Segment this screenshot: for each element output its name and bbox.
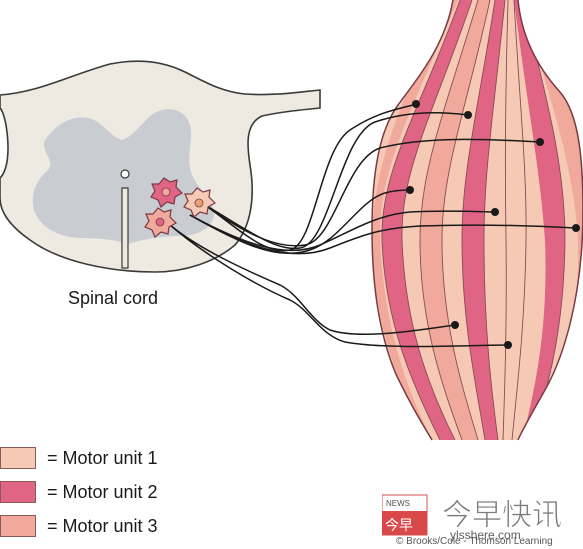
spinal-cord-cross-section — [0, 60, 321, 273]
legend-item-motor-unit-3: = Motor unit 3 — [0, 512, 220, 546]
neuromuscular-junction — [536, 138, 544, 146]
motor-neuron-3 — [144, 207, 177, 238]
neuromuscular-junctions — [406, 100, 580, 349]
legend-item-motor-unit-2: = Motor unit 2 — [0, 478, 220, 512]
anterior-median-fissure — [121, 187, 129, 269]
neuromuscular-junction — [464, 111, 472, 119]
svg-text:NEWS: NEWS — [386, 499, 410, 508]
motor-neuron-2 — [150, 177, 183, 208]
muscle-fiber — [503, 0, 527, 440]
neuromuscular-junction — [451, 321, 459, 329]
legend-swatch — [0, 515, 36, 537]
legend-item-motor-unit-1: = Motor unit 1 — [0, 444, 220, 478]
central-canal — [120, 169, 130, 179]
spinal-cord-label: Spinal cord — [68, 288, 159, 308]
muscle-fiber — [420, 0, 490, 440]
nerve-fibers — [169, 103, 577, 348]
svg-text:今早: 今早 — [385, 518, 413, 534]
muscle-fiber — [462, 0, 505, 440]
copyright-credit: © Brooks/Cole - Thomson Learning — [396, 536, 553, 547]
muscle-fiber — [514, 0, 565, 440]
neuromuscular-junction — [572, 224, 580, 232]
legend-label: = Motor unit 2 — [47, 482, 158, 502]
motor-neuron-1 — [183, 187, 216, 218]
legend-swatch — [0, 447, 36, 469]
neuromuscular-junction — [504, 341, 512, 349]
legend-label: = Motor unit 1 — [47, 448, 158, 468]
neuromuscular-junction — [406, 186, 414, 194]
watermark-logo: NEWS 今早 今早快讯 ylsshere.com — [382, 494, 562, 542]
legend-swatch — [0, 481, 36, 503]
muscle-fiber — [372, 0, 458, 440]
svg-text:ylsshere.com: ylsshere.com — [450, 528, 521, 542]
legend-label: = Motor unit 3 — [47, 516, 158, 536]
muscle-fiber — [381, 0, 472, 440]
legend: = Motor unit 1 = Motor unit 2 = Motor un… — [0, 444, 220, 546]
neuromuscular-junction — [412, 100, 420, 108]
neuromuscular-junction — [491, 208, 499, 216]
svg-text:今早快讯: 今早快讯 — [442, 498, 562, 533]
